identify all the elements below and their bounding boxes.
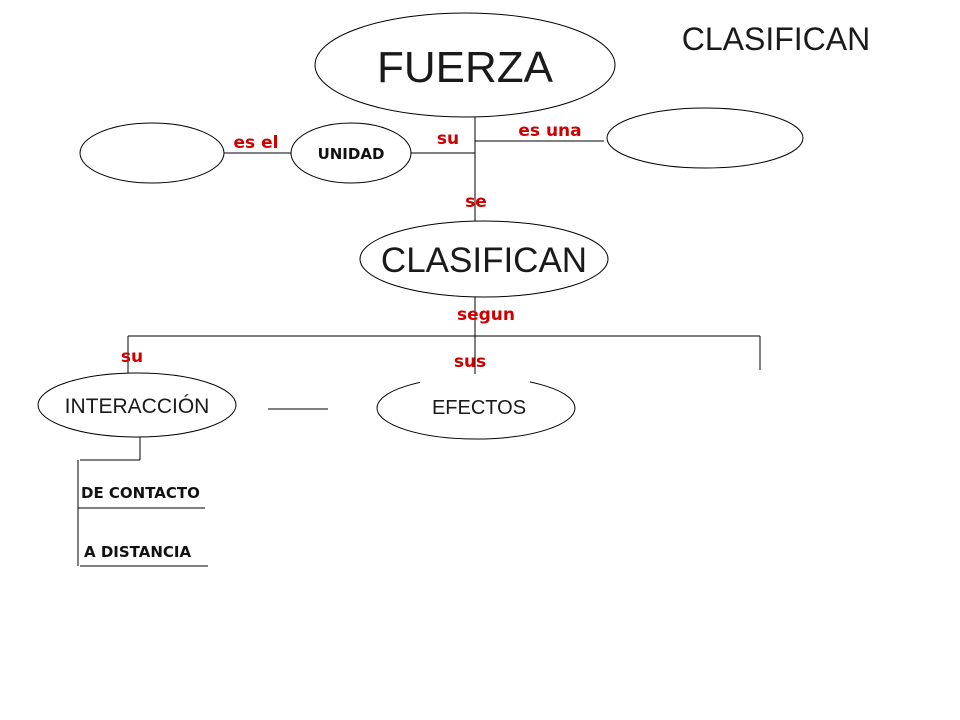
clasifican-label: CLASIFICAN: [381, 241, 587, 280]
sub-items: DE CONTACTO A DISTANCIA: [81, 484, 200, 561]
node-fuerza: FUERZA: [314, 12, 616, 118]
node-empty-left: [79, 122, 225, 184]
sub-item-de-contacto: DE CONTACTO: [81, 484, 200, 502]
link-es-una: es una: [518, 121, 581, 141]
link-su-top: su: [437, 129, 459, 149]
link-se: se: [465, 192, 487, 212]
efectos-label: EFECTOS: [432, 397, 526, 419]
link-es-el: es el: [234, 133, 279, 153]
link-sus: sus: [454, 352, 486, 372]
corner-title: CLASIFICAN: [682, 21, 870, 57]
link-labels: es el su es una se segun su sus: [121, 121, 582, 372]
connector-lines: [77, 115, 761, 567]
link-segun: segun: [457, 305, 515, 325]
interaccion-label: INTERACCIÓN: [65, 395, 210, 418]
node-empty-right: [606, 107, 804, 169]
sub-item-a-distancia: A DISTANCIA: [84, 543, 191, 561]
link-su-left: su: [121, 347, 143, 367]
fuerza-label: FUERZA: [377, 43, 554, 92]
unidad-label: UNIDAD: [318, 145, 385, 163]
node-clasifican: CLASIFICAN: [359, 220, 609, 298]
node-unidad: UNIDAD: [290, 122, 412, 184]
node-efectos: EFECTOS: [376, 374, 576, 440]
node-interaccion: INTERACCIÓN: [37, 372, 237, 438]
